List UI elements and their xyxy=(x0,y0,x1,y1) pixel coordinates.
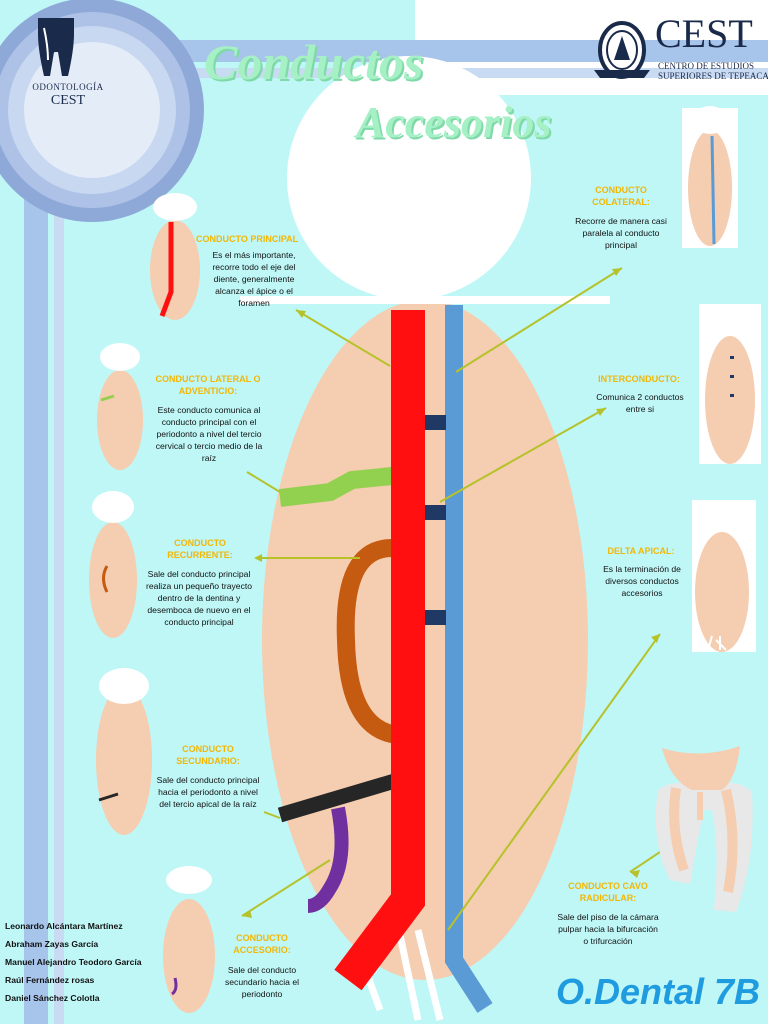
delta-body: Es la terminación de diversos conductos … xyxy=(603,564,681,598)
title-conductos: Conductos xyxy=(204,34,424,90)
main-crown xyxy=(287,56,531,300)
interconducto-1 xyxy=(424,415,446,430)
author-5: Daniel Sánchez Colotla xyxy=(5,993,100,1003)
recurrente-body: Sale del conducto principal realiza un p… xyxy=(145,569,253,627)
interconducto-3 xyxy=(424,610,446,625)
author-3: Manuel Alejandro Teodoro García xyxy=(5,957,142,967)
lateral-body: Este conducto comunica al conducto princ… xyxy=(155,405,263,463)
accesorio-body: Sale del conducto secundario hacia el pe… xyxy=(224,965,300,999)
left-bar xyxy=(24,160,48,1024)
principal-heading: CONDUCTO PRINCIPAL xyxy=(196,234,299,244)
accesorio-canal xyxy=(307,806,349,913)
tooth-logo-icon xyxy=(36,16,76,80)
small-tooth-lateral xyxy=(97,343,143,470)
left-bar-thin xyxy=(54,160,64,1024)
small-tooth-recurrente xyxy=(89,491,137,638)
molar-cavo-radicular xyxy=(655,746,753,912)
cavo-heading: CONDUCTO CAVO RADICULAR: xyxy=(568,881,648,903)
cest-logo-sub1: CENTRO DE ESTUDIOS xyxy=(658,61,754,71)
cest-seal-icon xyxy=(592,18,652,82)
small-tooth-secundario xyxy=(96,668,152,835)
secundario-body: Sale del conducto principal hacia el per… xyxy=(156,775,260,809)
recurrente-canal xyxy=(336,539,400,744)
colateral-heading: CONDUCTO COLATERAL: xyxy=(592,185,650,207)
cest-logo-sub2: SUPERIORES DE TEPEACA xyxy=(658,71,768,81)
small-tooth-interconducto xyxy=(699,304,761,464)
colateral-body: Recorre de manera casi paralela al condu… xyxy=(575,216,667,250)
principal-canal xyxy=(334,310,425,991)
logo-cest-left: CEST xyxy=(50,93,86,108)
secundario-heading: CONDUCTO SECUNDARIO: xyxy=(176,744,240,766)
accesorio-heading: CONDUCTO ACCESORIO: xyxy=(233,933,291,955)
author-1: Leonardo Alcántara Martínez xyxy=(5,921,123,931)
logo-circle-core xyxy=(24,42,160,178)
logo-odontologia: ODONTOLOGÍA xyxy=(32,82,104,92)
delta-heading: DELTA APICAL: xyxy=(607,546,675,556)
footer-brand: O.Dental 7B xyxy=(556,971,761,1012)
lateral-canal xyxy=(278,467,393,507)
small-tooth-accesorio xyxy=(163,866,215,1013)
small-tooth-principal xyxy=(150,193,200,320)
author-2: Abraham Zayas García xyxy=(5,939,99,949)
small-tooth-delta xyxy=(692,500,756,652)
principal-body: Es el más importante, recorre todo el ej… xyxy=(212,250,296,308)
interconducto-2 xyxy=(424,505,446,520)
lateral-heading: CONDUCTO LATERAL O ADVENTICIO: xyxy=(155,374,261,396)
recurrente-heading: CONDUCTO RECURRENTE: xyxy=(167,538,233,560)
leader-lines xyxy=(241,267,697,931)
secundario-canal xyxy=(277,772,401,823)
cest-logo-name: CEST xyxy=(655,11,753,56)
cavo-body: Sale del piso de la cámara pulpar hacia … xyxy=(557,912,659,946)
interconducto-body: Comunica 2 conductos entre si xyxy=(596,392,684,414)
title-accesorios: Accesorios xyxy=(356,98,552,147)
author-4: Raúl Fernández rosas xyxy=(5,975,95,985)
small-tooth-colateral xyxy=(682,106,738,248)
interconducto-heading: INTERCONDUCTO: xyxy=(598,374,680,384)
colateral-canal xyxy=(445,305,493,1013)
